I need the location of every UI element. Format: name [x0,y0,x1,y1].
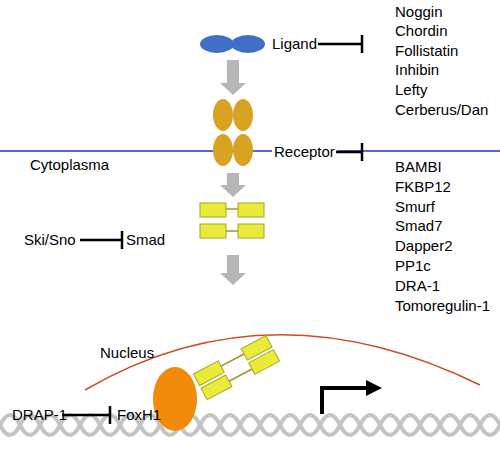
smad-subunit [200,224,226,238]
node-label: FoxH1 [117,406,161,424]
node-label: Nucleus [100,344,154,362]
dna-helix [0,415,500,435]
annotation-text: Inhibin [395,61,439,79]
annotation-text: Ski/Sno [24,231,76,249]
smad-subunit [238,203,264,217]
inhibition-bars [62,35,362,424]
receptor-node: Receptor [205,98,330,168]
annotation-text: PP1c [395,257,431,275]
annotation-text: Tomoregulin-1 [395,297,490,315]
smad-subunit [200,203,226,217]
signal-arrow [220,173,246,197]
annotation-text: Smurf [395,198,435,216]
node-label: Smad [126,231,165,249]
ligand-dimer [200,35,234,53]
annotation-text: Lefty [395,81,428,99]
smad-link [229,369,252,381]
inhibition-line [318,43,362,46]
inhibition-bar [121,231,124,249]
receptor-subunit [233,99,253,131]
node-label: Receptor [272,143,337,161]
inhibition-bar [361,143,364,161]
foxh1-node: FoxH1 [115,366,200,432]
annotation-text: Cerberus/Dan [395,101,488,119]
annotation-text: Smad7 [395,217,443,235]
annotation-text: BAMBI [395,158,442,176]
inhibition-line [80,239,122,242]
nuclear-envelope [85,335,480,390]
smad-node: Smad [120,200,270,250]
annotation-text: FKBP12 [395,178,451,196]
annotation-text: Follistatin [395,42,458,60]
smad-link [221,354,244,366]
signal-arrow [220,60,246,95]
receptor-subunit [213,134,233,166]
smad-subunit [241,336,272,361]
dna-strand [0,415,500,435]
receptor-subunit [233,134,253,166]
transcription-arrowhead [366,380,382,396]
edge-layer [220,60,246,285]
annotation-text: DRA-1 [395,277,440,295]
ligand-dimer [231,35,265,53]
smad-subunit [238,224,264,238]
node-label: Ligand [272,35,317,53]
annotation-text: Cytoplasma [30,156,109,174]
annotation-text: Noggin [395,3,443,21]
signal-arrow [220,255,246,285]
smad-complex [194,336,280,400]
inhibition-bar [361,35,364,53]
annotation-text: DRAP-1 [12,406,67,424]
ligand-node: Ligand [198,33,322,55]
annotation-text: Dapper2 [395,237,453,255]
inhibition-bar [109,406,112,424]
dna-strand [0,415,500,435]
inhibition-line [336,151,362,154]
smad-subunit [201,375,232,400]
annotation-text: Chordin [395,22,448,40]
smad-subunit [249,350,280,375]
transcription-arrow [322,388,368,414]
smad-subunit [194,361,225,386]
inhibition-line [62,414,110,417]
receptor-subunit [213,99,233,131]
